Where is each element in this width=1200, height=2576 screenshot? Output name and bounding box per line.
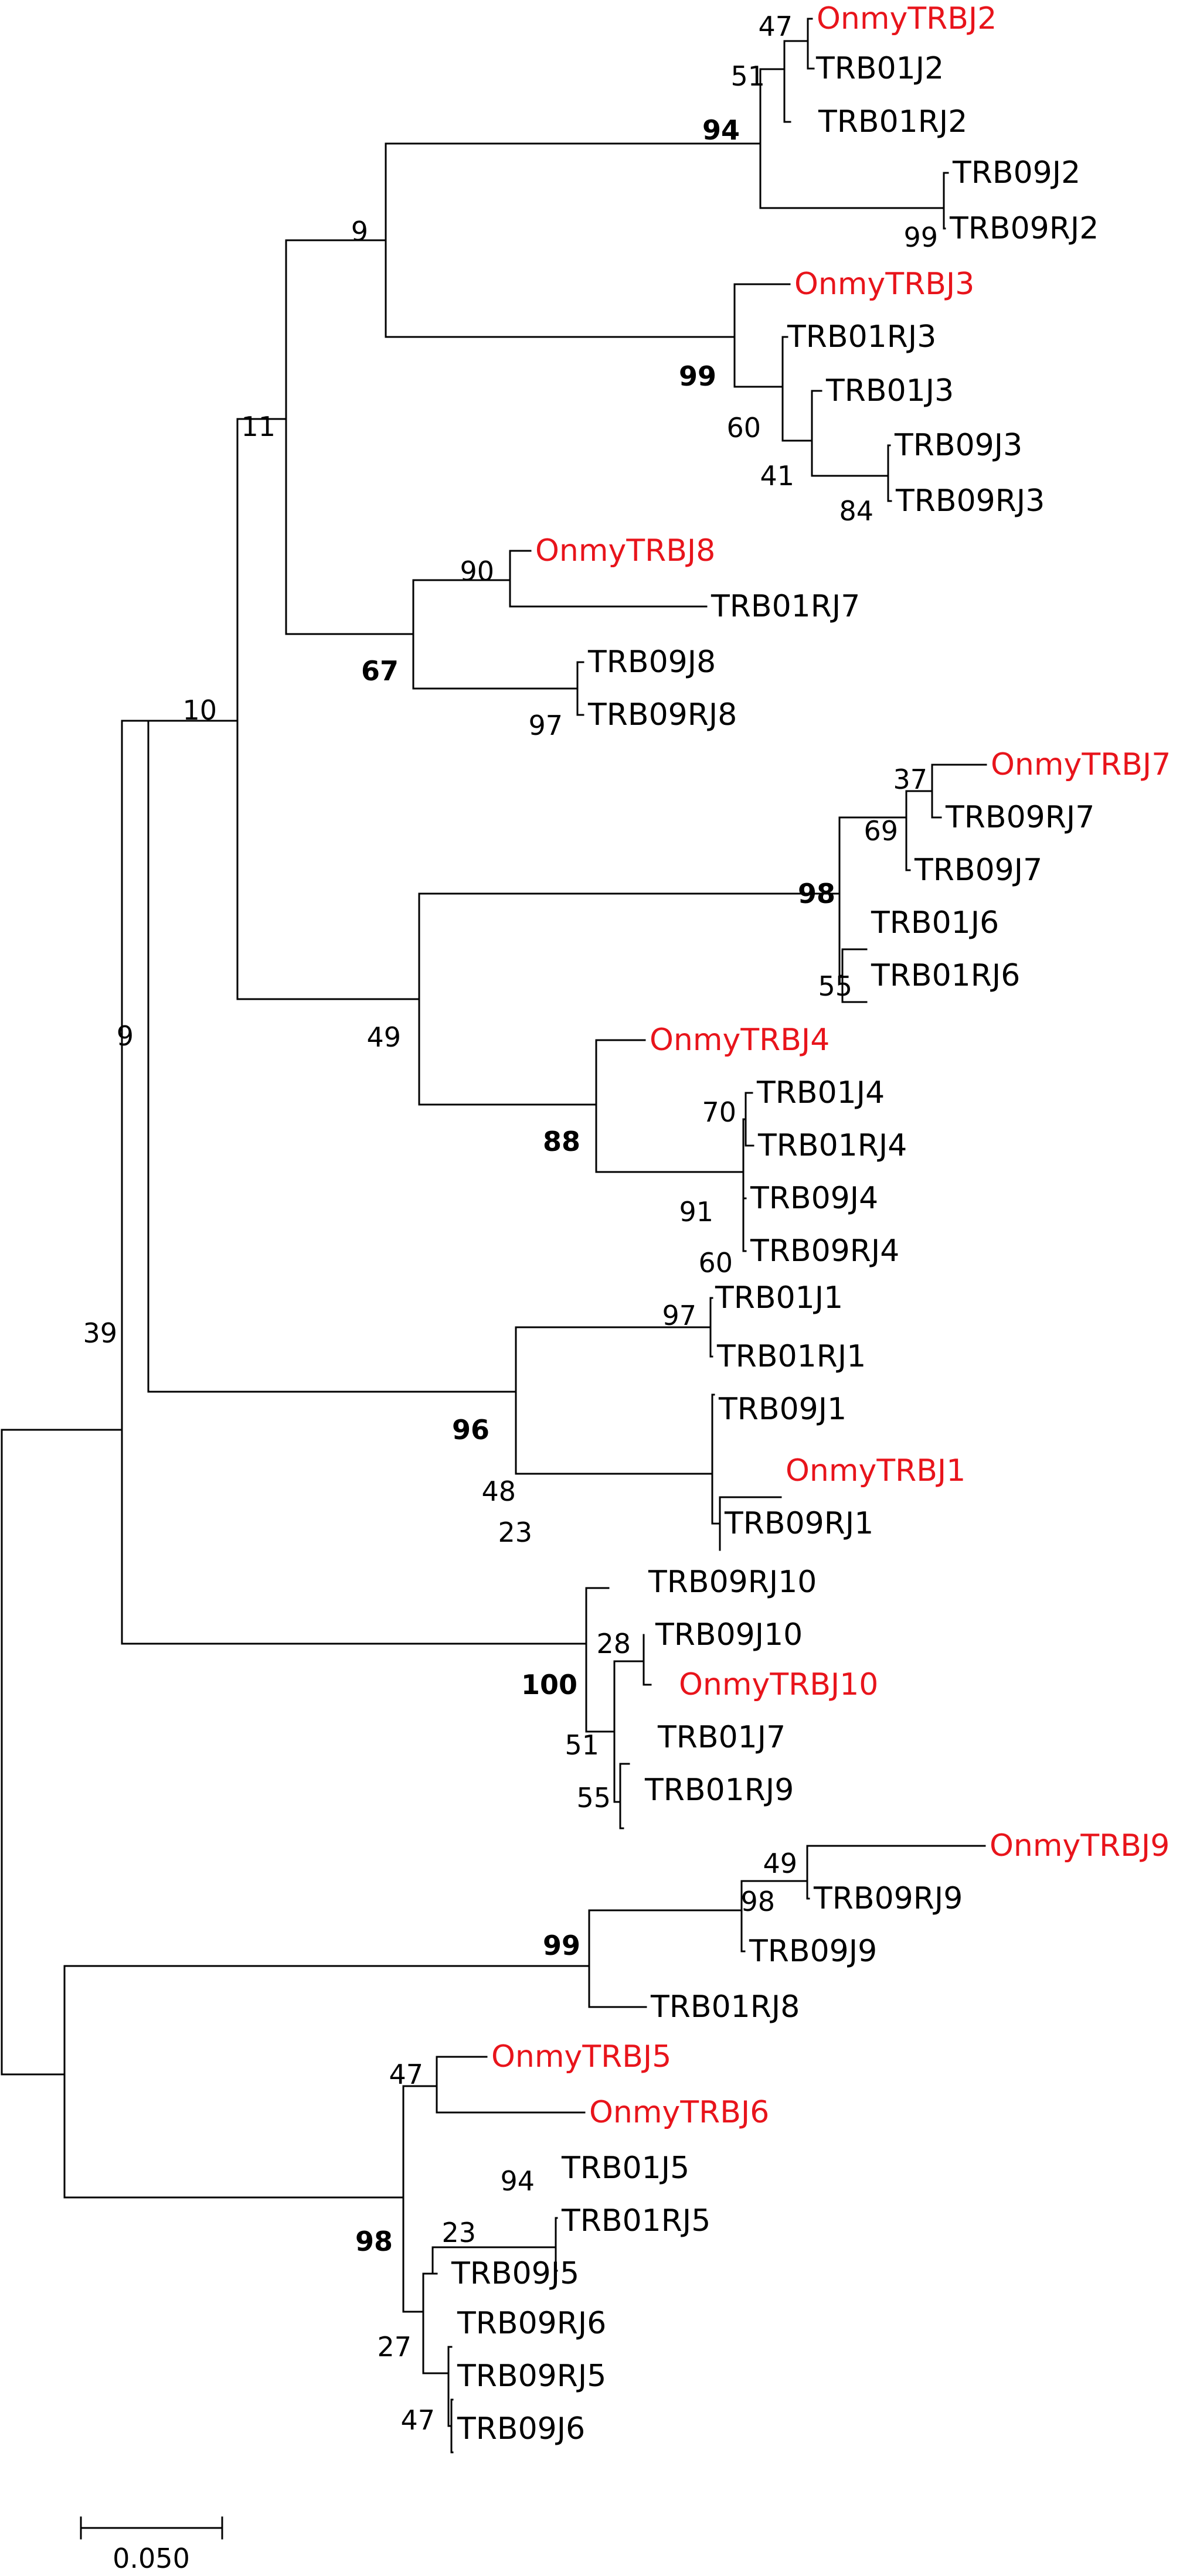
leaf-label-trb09rj5: TRB09RJ5 [457,2359,606,2394]
support-value-s39: 39 [83,1317,117,1349]
support-value-s28: 28 [596,1628,631,1660]
support-value-s11: 11 [241,411,276,442]
support-value-s49: 49 [366,1021,401,1053]
support-value-s99-j2: 99 [903,222,938,253]
leaf-label-trb01rj3: TRB01RJ3 [787,319,936,355]
scale-bar-label: 0.050 [113,2543,190,2574]
leaf-label-trb01j4: TRB01J4 [756,1075,885,1110]
support-value-s9-top: 9 [351,216,368,247]
leaf-label-onmy-j2: OnmyTRBJ2 [817,1,997,36]
leaf-label-onmy-j7: OnmyTRBJ7 [991,747,1171,782]
support-value-s55-rj9: 55 [576,1782,611,1814]
leaf-label-trb01rj9: TRB01RJ9 [644,1773,794,1808]
support-value-s98-j9: 98 [740,1886,775,1917]
support-value-s100: 100 [521,1669,577,1701]
leaf-label-trb09rj3: TRB09RJ3 [895,483,1045,519]
leaf-label-onmy-j8: OnmyTRBJ8 [535,533,715,568]
leaf-label-trb09j3: TRB09J3 [894,428,1022,463]
support-value-s55-j6: 55 [818,970,852,1002]
leaf-label-trb09rj2: TRB09RJ2 [949,211,1099,246]
leaf-label-trb09rj8: TRB09RJ8 [587,697,737,732]
leaf-label-trb09j6: TRB09J6 [457,2411,585,2446]
leaf-label-trb01j1: TRB01J1 [715,1280,843,1316]
leaf-label-trb01rj8: TRB01RJ8 [650,1989,800,2025]
support-value-s41: 41 [760,460,794,492]
support-value-s99-j3: 99 [679,360,716,392]
support-value-s51-j7: 51 [565,1729,599,1761]
support-value-s97-j8: 97 [528,710,563,741]
support-value-s70: 70 [702,1096,736,1128]
leaf-label-trb01j7: TRB01J7 [657,1720,786,1755]
leaf-label-onmy-j9: OnmyTRBJ9 [990,1828,1170,1863]
support-value-s91: 91 [679,1196,713,1228]
leaf-label-trb09rj10: TRB09RJ10 [648,1565,817,1600]
leaf-label-onmy-j1: OnmyTRBJ1 [786,1453,966,1488]
leaf-label-trb09j2: TRB09J2 [952,155,1080,190]
support-value-s23-j5: 23 [441,2217,476,2248]
leaf-label-onmy-j4: OnmyTRBJ4 [650,1023,830,1058]
leaf-label-onmy-j3: OnmyTRBJ3 [794,267,974,302]
leaf-label-trb01rj2: TRB01RJ2 [818,104,967,139]
leaf-label-trb09j9: TRB09J9 [749,1934,877,1969]
leaf-label-trb09rj1: TRB09RJ1 [724,1506,873,1541]
support-value-s37: 37 [893,764,927,795]
leaf-label-trb09j5: TRB09J5 [451,2256,579,2291]
support-value-s96: 96 [452,1414,489,1446]
leaf-label-trb09j1: TRB09J1 [718,1392,847,1427]
leaf-label-trb09j4: TRB09J4 [750,1181,878,1216]
leaf-label-onmy-j5: OnmyTRBJ5 [491,2039,671,2074]
leaf-label-onmy-j6: OnmyTRBJ6 [589,2095,769,2130]
leaf-label-trb01j5: TRB01J5 [561,2151,689,2186]
support-value-s97-j1: 97 [662,1300,696,1331]
support-values: 4751949999960418411906797103769985549708… [83,11,938,2436]
leaf-label-trb09rj4: TRB09RJ4 [750,1234,899,1269]
support-value-s88: 88 [543,1126,580,1157]
leaf-label-trb09j8: TRB09J8 [587,645,716,680]
support-value-s94-top: 94 [702,114,740,146]
support-value-s47-j5: 47 [389,2059,423,2090]
leaf-label-trb01rj7: TRB01RJ7 [711,589,860,624]
leaf-labels: OnmyTRBJ2TRB01J2TRB01RJ2TRB09J2TRB09RJ2O… [451,1,1171,2446]
support-value-s10: 10 [182,694,217,726]
leaf-label-trb01rj4: TRB01RJ4 [757,1128,907,1163]
support-value-s69: 69 [864,815,898,847]
tree-edges [1,18,987,2454]
leaf-label-trb09rj7: TRB09RJ7 [945,800,1094,835]
support-value-s84: 84 [839,495,873,527]
support-value-s67: 67 [361,655,399,687]
support-value-s90: 90 [460,556,494,587]
leaf-label-trb01rj1: TRB01RJ1 [716,1339,866,1374]
support-value-s99-j9: 99 [543,1930,580,1961]
support-value-s51: 51 [730,60,765,92]
support-value-s60-j3: 60 [726,412,761,444]
support-value-s94-j5: 94 [500,2165,535,2197]
support-value-s27: 27 [377,2331,412,2363]
support-value-s47-j2: 47 [758,11,793,42]
leaf-label-trb09rj6: TRB09RJ6 [457,2306,606,2341]
support-value-s98-j5: 98 [355,2226,393,2257]
leaf-label-trb09rj9: TRB09RJ9 [813,1881,963,1916]
support-value-s47-j6: 47 [400,2404,435,2436]
tree-branches [1,18,987,2454]
leaf-label-trb01rj6: TRB01RJ6 [871,958,1020,993]
scale-bar-line [80,2516,223,2540]
leaf-label-trb01rj5: TRB01RJ5 [561,2203,711,2238]
leaf-label-trb01j3: TRB01J3 [825,373,954,408]
scale-bar: 0.050 [80,2516,223,2574]
leaf-label-trb01j6: TRB01J6 [871,905,999,941]
support-value-s49-j9: 49 [763,1848,797,1879]
support-value-s98-j7: 98 [798,878,835,909]
leaf-label-onmy-j10: OnmyTRBJ10 [679,1667,878,1702]
leaf-label-trb01j2: TRB01J2 [815,51,944,86]
support-value-s23-j1: 23 [498,1517,532,1548]
support-value-s9-mid: 9 [117,1020,134,1052]
support-value-s48: 48 [481,1476,516,1507]
leaf-label-trb09j10: TRB09J10 [655,1617,803,1652]
support-value-s60-j4: 60 [698,1247,733,1279]
leaf-label-trb09j7: TRB09J7 [914,853,1042,888]
